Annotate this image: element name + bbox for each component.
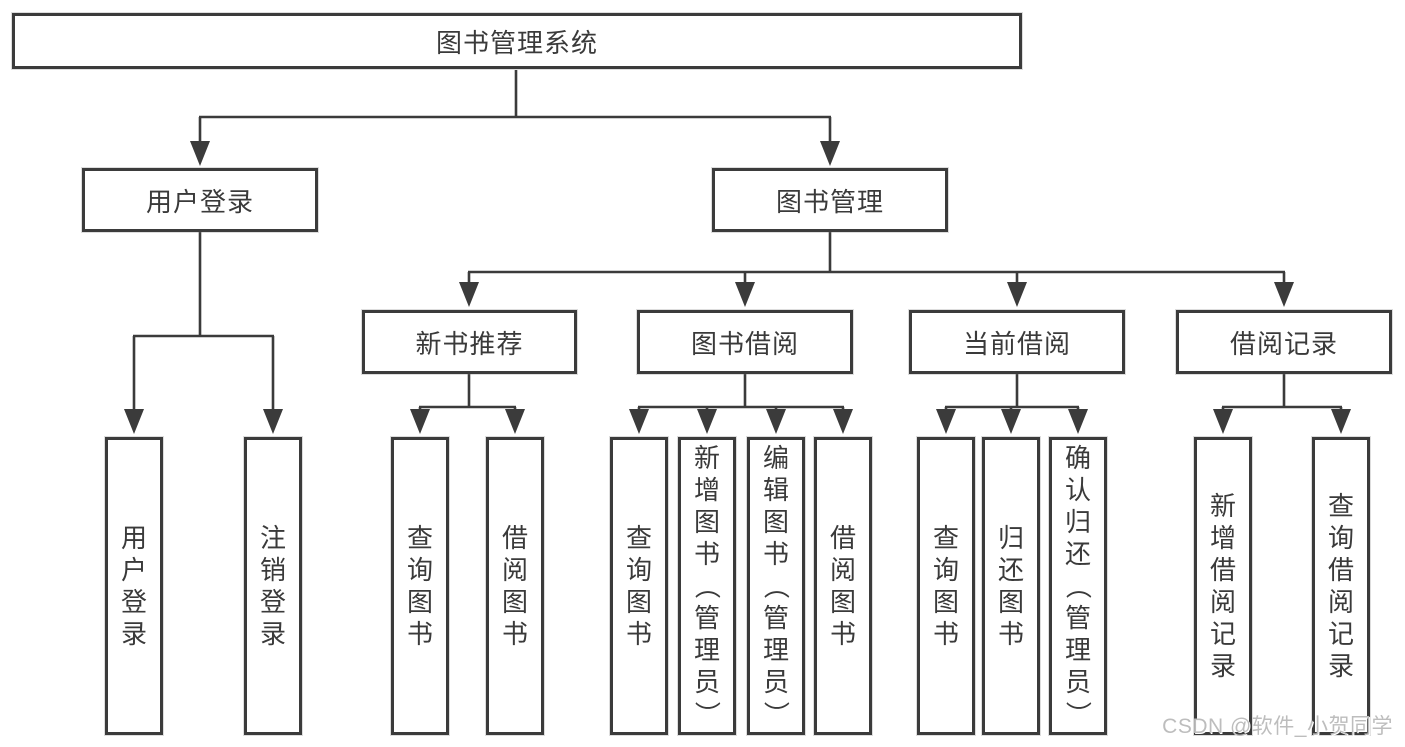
node-borrow-records: 借阅记录 (1176, 310, 1392, 374)
leaf-label: 注销登录 (259, 523, 286, 649)
node-book-management: 图书管理 (712, 168, 948, 232)
node-label: 图书借阅 (690, 328, 799, 359)
leaf-label: 确认归还（管理员） (1063, 443, 1093, 727)
leaf-label: 新增图书（管理员） (692, 443, 722, 727)
leaf-add-books-admin: 新增图书（管理员） (678, 437, 736, 735)
leaf-label: 查询图书 (625, 523, 652, 649)
node-label: 图书管理系统 (435, 27, 598, 58)
node-book-borrow: 图书借阅 (637, 310, 853, 374)
leaf-label: 用户登录 (120, 523, 147, 649)
leaf-borrow-books: 借阅图书 (814, 437, 872, 735)
leaf-logout: 注销登录 (244, 437, 302, 735)
leaf-label: 查询图书 (406, 523, 433, 649)
leaf-label: 借阅图书 (501, 523, 528, 649)
node-label: 借阅记录 (1229, 328, 1338, 359)
node-label: 用户登录 (145, 186, 254, 217)
node-current-borrow: 当前借阅 (909, 310, 1125, 374)
leaf-label: 查询图书 (932, 523, 959, 649)
leaf-query-books-recommend: 查询图书 (391, 437, 449, 735)
leaf-user-login: 用户登录 (105, 437, 163, 735)
leaf-label: 新增借阅记录 (1209, 491, 1236, 681)
node-label: 当前借阅 (962, 328, 1071, 359)
leaf-label: 归还图书 (997, 523, 1024, 649)
node-library-management-system: 图书管理系统 (12, 13, 1022, 69)
node-label: 新书推荐 (415, 328, 524, 359)
leaf-label: 借阅图书 (829, 523, 856, 649)
node-label: 图书管理 (775, 186, 884, 217)
csdn-watermark: CSDN @软件_小贺同学 (1162, 715, 1393, 738)
leaf-query-books-current: 查询图书 (917, 437, 975, 735)
leaf-label: 编辑图书（管理员） (761, 443, 791, 727)
leaf-add-borrow-record: 新增借阅记录 (1194, 437, 1252, 735)
leaf-borrow-books-recommend: 借阅图书 (486, 437, 544, 735)
leaf-confirm-return-admin: 确认归还（管理员） (1049, 437, 1107, 735)
leaf-return-books: 归还图书 (982, 437, 1040, 735)
leaf-edit-books-admin: 编辑图书（管理员） (747, 437, 805, 735)
node-new-book-recommend: 新书推荐 (362, 310, 577, 374)
node-user-login: 用户登录 (82, 168, 318, 232)
leaf-label: 查询借阅记录 (1327, 491, 1354, 681)
leaf-query-books-borrow: 查询图书 (610, 437, 668, 735)
leaf-query-borrow-record: 查询借阅记录 (1312, 437, 1370, 735)
